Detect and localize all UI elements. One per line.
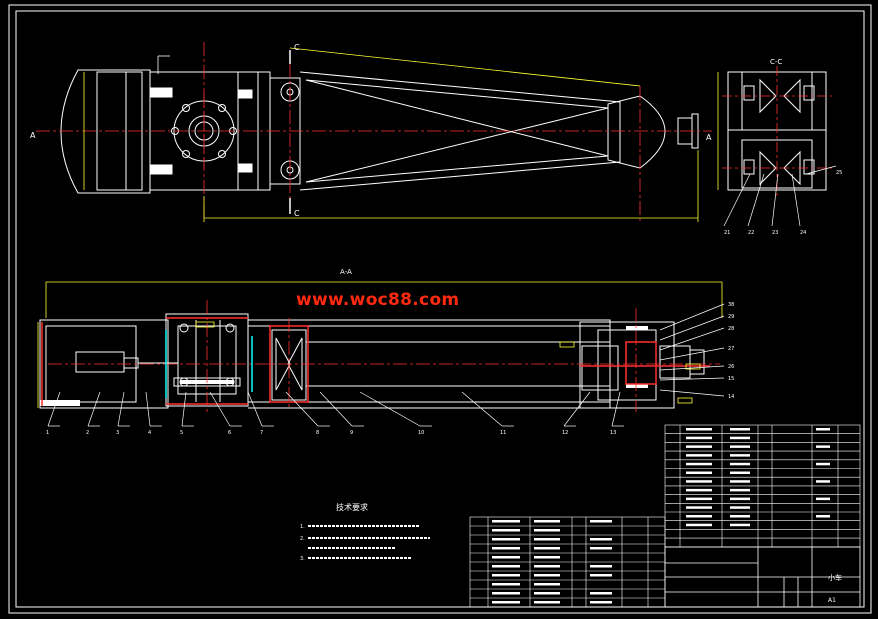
cyan-ties — [165, 330, 253, 398]
svg-text:1.: 1. — [300, 524, 305, 530]
balloon-label: 2 — [86, 430, 89, 436]
top-view — [60, 69, 699, 194]
watermark: www.woc88.com — [296, 290, 460, 310]
balloon-label: 9 — [350, 430, 353, 436]
balloon-label: 24 — [800, 230, 806, 236]
section-view — [39, 313, 705, 409]
parts-list-lower — [469, 516, 666, 608]
tech-requirements-title: 技术要求 — [336, 502, 368, 512]
top-view-dimensions — [83, 47, 699, 222]
balloon-label: 11 — [500, 430, 506, 436]
balloon-label: 38 — [728, 302, 734, 308]
outer-border — [8, 4, 872, 614]
cc-balloons: 21 22 23 24 25 — [723, 165, 842, 236]
parts-list-upper — [664, 424, 861, 548]
section-view-label: A-A — [340, 268, 352, 276]
balloon-label: 8 — [316, 430, 319, 436]
balloon-label: 15 — [728, 376, 734, 382]
section-dimensions — [37, 281, 723, 408]
balloon-label: 10 — [418, 430, 424, 436]
balloon-label: 26 — [728, 364, 734, 370]
title-drawing-no: A1 — [828, 597, 836, 604]
balloon-label: 22 — [748, 230, 754, 236]
top-view-balloon — [157, 55, 170, 74]
top-view-centerlines — [36, 42, 712, 222]
section-hatching — [40, 326, 648, 406]
svg-text:C: C — [294, 209, 300, 218]
balloon-label: 25 — [836, 170, 842, 176]
balloon-label: 5 — [180, 430, 183, 436]
balloon-label: 3 — [116, 430, 119, 436]
section-balloons-right: 38 29 28 27 26 15 14 — [659, 302, 734, 400]
balloon-label: 7 — [260, 430, 263, 436]
section-centerlines — [48, 300, 720, 414]
svg-text:A: A — [30, 131, 36, 140]
balloon-label: 21 — [724, 230, 730, 236]
balloon-label: 13 — [610, 430, 616, 436]
balloon-label: 29 — [728, 314, 734, 320]
section-dim-tags — [195, 321, 701, 404]
balloon-label: 23 — [772, 230, 778, 236]
svg-text:2.: 2. — [300, 536, 305, 542]
balloon-label: 1 — [46, 430, 49, 436]
tech-requirements: 1. 2. 3. — [300, 524, 430, 562]
cc-view-label: C-C — [770, 58, 782, 66]
svg-text:3.: 3. — [300, 556, 305, 562]
balloon-label: 27 — [728, 346, 734, 352]
svg-text:C: C — [294, 43, 300, 52]
balloon-label: 12 — [562, 430, 568, 436]
cc-centerlines — [722, 66, 832, 196]
top-view-section-marks: A A C C — [30, 43, 712, 218]
title-block — [664, 546, 861, 608]
svg-text:A: A — [706, 133, 712, 142]
balloon-label: 14 — [728, 394, 734, 400]
balloon-label: 6 — [228, 430, 231, 436]
inner-border — [15, 10, 865, 608]
balloon-label: 28 — [728, 326, 734, 332]
title-part-name: 小车 — [828, 573, 842, 582]
balloon-label: 4 — [148, 430, 151, 436]
